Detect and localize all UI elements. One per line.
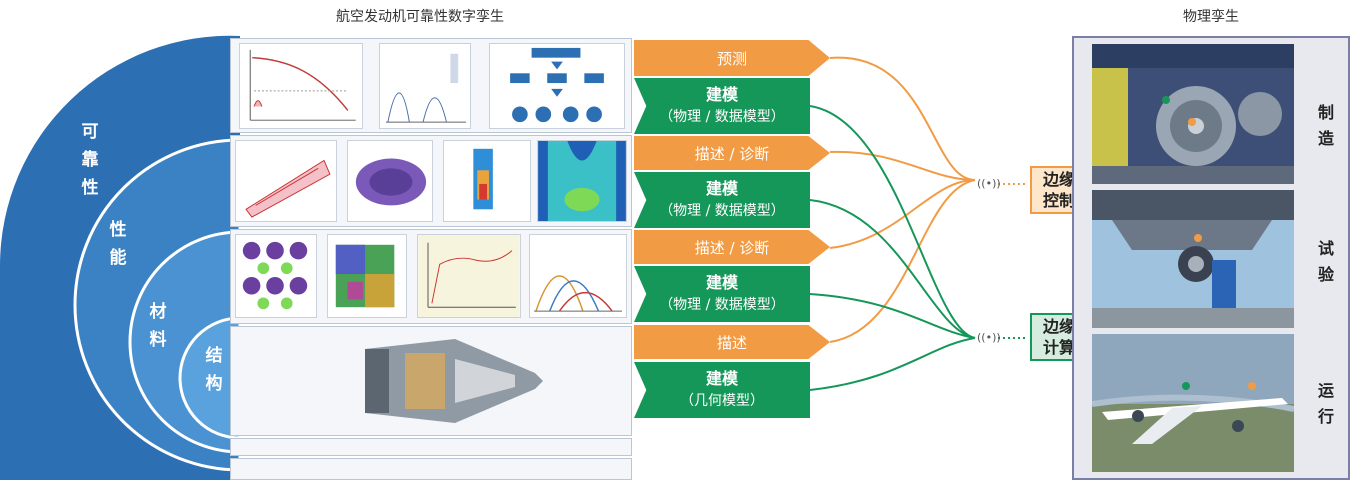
crystal-lattice-thumbnail <box>235 234 317 318</box>
turbofan-engine-thumbnail <box>365 339 543 423</box>
panel-material <box>230 229 632 324</box>
link-predict-edge-control <box>829 56 976 181</box>
layer-label-reliability: 可靠性 <box>81 122 99 198</box>
tag-describe-diagnose-1: 描述 / 诊断 <box>634 136 830 170</box>
tag-describe-diagnose-2: 描述 / 诊断 <box>634 230 830 264</box>
stage-label-manufacture: 制造 <box>1317 103 1334 148</box>
link-model4-edge-compute <box>809 337 976 391</box>
degradation-curve-thumbnail <box>239 43 363 129</box>
surface-plot-thumbnail <box>235 140 337 222</box>
layer-label-structure: 结构 <box>205 346 223 394</box>
hierarchy-tree-thumbnail <box>489 43 625 129</box>
grain-structure-thumbnail <box>327 234 407 318</box>
link-describe-edge-control <box>829 179 976 343</box>
probability-density-thumbnail <box>529 234 627 318</box>
node-dot <box>1162 96 1170 104</box>
thermal-field-thumbnail <box>537 140 627 222</box>
wireless-signal-icon: ((•)) <box>977 331 1001 344</box>
node-dot <box>1248 382 1256 390</box>
layer-label-performance: 性能 <box>109 220 127 268</box>
tag-model-physical-data-2: 建模（物理 / 数据模型） <box>634 172 810 228</box>
manufacturing-photo <box>1092 44 1294 184</box>
node-dot <box>1182 382 1190 390</box>
tag-model-geometric: 建模（几何模型） <box>634 362 810 418</box>
node-dot <box>1194 234 1202 242</box>
panel-performance <box>230 135 632 227</box>
tag-describe: 描述 <box>634 325 830 359</box>
operation-photo <box>1092 334 1294 472</box>
layer-label-material: 材料 <box>149 302 167 350</box>
digital-twin-title: 航空发动机可靠性数字孪生 <box>336 9 504 25</box>
stage-label-operate: 运行 <box>1317 381 1334 426</box>
tag-model-physical-data-1: 建模（物理 / 数据模型） <box>634 78 810 134</box>
panel-structure <box>230 326 632 436</box>
tag-predict: 预测 <box>634 40 830 76</box>
panel-prediction <box>230 38 632 133</box>
wireless-signal-icon: ((•)) <box>977 177 1001 190</box>
blade-stress-thumbnail <box>443 140 531 222</box>
arc-structure <box>178 316 240 440</box>
link-model2-edge-compute <box>809 199 976 339</box>
link-diagnose1-edge-control <box>829 150 976 181</box>
layer-arcs <box>0 35 240 480</box>
physical-twin-title: 物理孪生 <box>1183 9 1239 25</box>
panel-empty-row-1 <box>230 438 632 456</box>
distribution-thumbnail <box>379 43 471 129</box>
combustor-mesh-thumbnail <box>347 140 433 222</box>
link-model3-edge-compute <box>809 293 976 339</box>
link-diagnose2-edge-control <box>829 179 976 249</box>
tag-model-physical-data-3: 建模（物理 / 数据模型） <box>634 266 810 322</box>
testing-photo <box>1092 190 1294 328</box>
stress-strain-thumbnail <box>417 234 521 318</box>
link-model1-edge-compute <box>809 105 976 339</box>
node-dot <box>1188 118 1196 126</box>
stage-label-test: 试验 <box>1317 239 1334 284</box>
